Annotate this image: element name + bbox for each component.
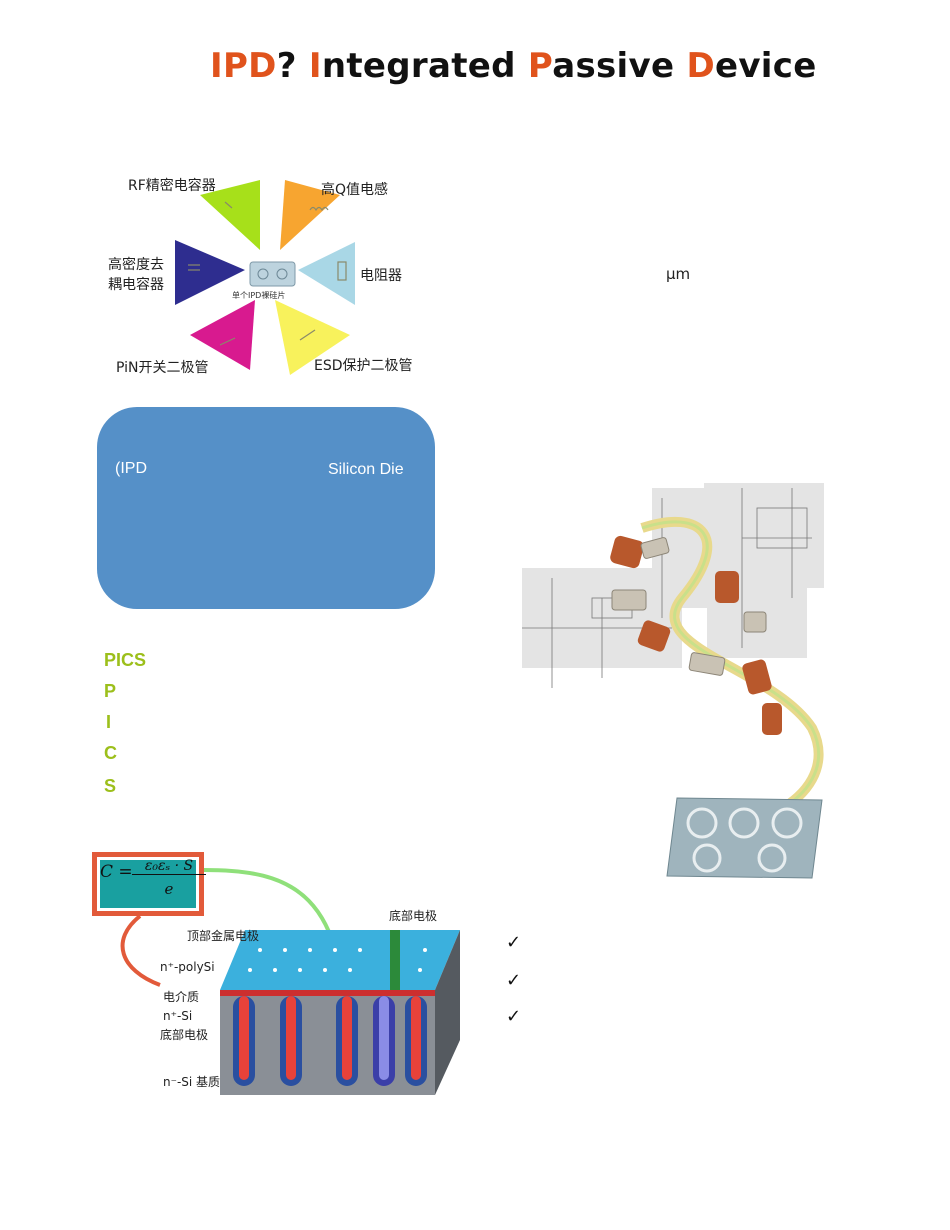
page-title: IPD? Integrated Passive Device (210, 46, 817, 86)
ipd-component-diagram (175, 180, 355, 375)
box-right-text: Silicon Die (328, 461, 404, 478)
pics-letter-p: P (104, 681, 117, 701)
check-icon: ✓ (506, 932, 522, 953)
title-evice: evice (714, 46, 817, 86)
pics-letter-s: S (104, 776, 117, 796)
coil-component-icon (610, 535, 782, 735)
ipd-chip-icon (249, 261, 296, 287)
formula-numerator: ε₀εₛ · S (132, 858, 206, 875)
label-substrate: n⁻-Si 基质 (163, 1075, 221, 1089)
label-bottom-electrode-top: 底部电极 (389, 909, 438, 923)
pics-heading: PICS (104, 650, 147, 670)
label-esd-diode: ESD保护二极管 (314, 358, 413, 374)
coil-icon (309, 206, 329, 212)
formula-arrow-red (120, 914, 161, 987)
label-ipd-die: 单个IPD裸硅片 (232, 291, 286, 300)
diode-icon (219, 337, 236, 346)
capacitor-icon (224, 201, 233, 209)
micron-unit: μm (666, 265, 691, 283)
label-rf-capacitor: RF精密电容器 (128, 178, 216, 194)
trench-capacitor-illustration (92, 852, 460, 1095)
pics-letter-i: I (106, 712, 112, 732)
capacitance-formula: C = (100, 862, 133, 882)
trench-column (233, 996, 427, 1086)
formula-lhs: C = (100, 862, 133, 882)
label-dielectric: 电介质 (163, 990, 200, 1004)
ipd-definition-box: (IPD Silicon Die (97, 407, 435, 609)
label-bottom-electrode: 底部电极 (160, 1028, 209, 1042)
esd-diode-icon (299, 329, 316, 341)
esd-arrow (275, 300, 350, 375)
resistor-icon (337, 261, 347, 281)
title-sep: ? (276, 46, 309, 86)
rf-cap-arrow (200, 180, 260, 250)
label-pin-diode: PiN开关二极管 (116, 360, 209, 376)
label-high-q-inductor: 高Q值电感 (321, 182, 389, 198)
box-left-text: (IPD (115, 460, 147, 477)
title-assive: assive (552, 46, 687, 86)
label-top-metal: 顶部金属电极 (187, 929, 260, 943)
formula-denominator: e (164, 880, 174, 898)
ipd-integration-illustration (522, 483, 824, 879)
smd-component-icon (611, 537, 767, 676)
label-n-si: n⁺-Si (163, 1009, 193, 1023)
pin-arrow (190, 300, 255, 370)
inductor-arrow (280, 180, 340, 250)
surface-dots (248, 948, 427, 972)
check-icon: ✓ (506, 1006, 522, 1027)
title-ntegrated: ntegrated (321, 46, 528, 86)
label-resistor: 电阻器 (360, 268, 402, 284)
ipd-die-icon (666, 797, 823, 879)
label-decap-line2: 耦电容器 (108, 277, 164, 293)
title-p: P (527, 46, 553, 86)
title-d: D (686, 46, 715, 86)
bottom-electrode-contact (390, 930, 400, 990)
title-i: I (308, 46, 322, 86)
decap-arrow (175, 240, 245, 305)
pics-letter-c: C (104, 743, 117, 763)
resistor-arrow (298, 242, 355, 305)
title-ipd: IPD (210, 46, 277, 86)
label-decap-line1: 高密度去 (108, 257, 164, 273)
check-icon: ✓ (506, 970, 522, 991)
label-polysi: n⁺-polySi (160, 960, 215, 974)
